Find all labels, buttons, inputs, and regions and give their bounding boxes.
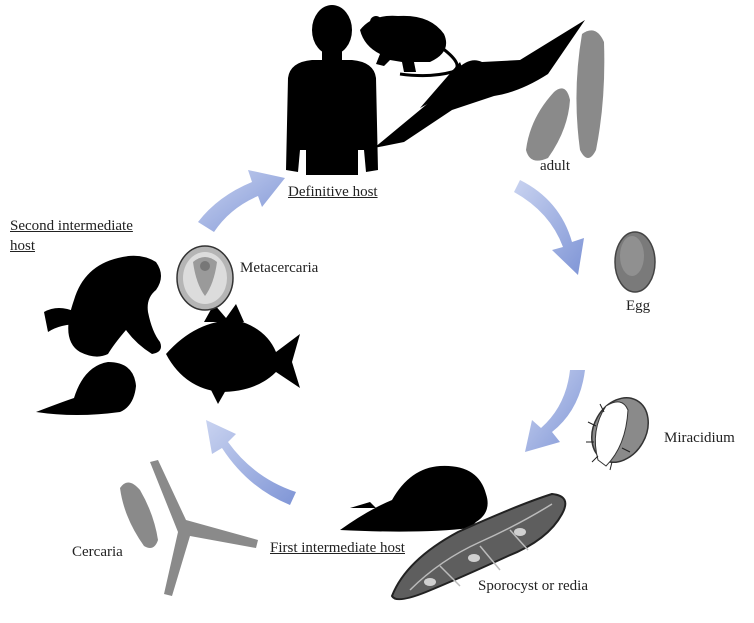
label-adult: adult: [540, 158, 570, 175]
label-sporocyst: Sporocyst or redia: [478, 578, 588, 595]
label-definitive-host: Definitive host: [288, 184, 378, 201]
arrow-definitive-to-egg: [514, 180, 584, 275]
cercaria-icon: [120, 460, 258, 596]
snail-first-host-silhouette: [340, 466, 488, 532]
label-first-intermediate-host: First intermediate host: [270, 540, 405, 557]
label-miracidium: Miracidium: [664, 430, 735, 447]
arrow-egg-to-miracidium: [525, 370, 585, 452]
miracidium-icon: [580, 388, 659, 473]
frog-silhouette: [44, 256, 161, 357]
label-egg: Egg: [626, 298, 650, 315]
metacercaria-icon: [177, 246, 233, 310]
arrow-first-to-second: [206, 420, 296, 505]
arrow-second-to-definitive: [198, 170, 285, 232]
label-second-intermediate-host-line2: host: [10, 238, 35, 255]
label-cercaria: Cercaria: [72, 544, 123, 561]
label-second-intermediate-host-line1: Second intermediate: [10, 218, 133, 235]
rat-silhouette: [360, 16, 457, 76]
snail-second-host-silhouette: [36, 362, 136, 415]
fish-silhouette: [166, 304, 300, 404]
egg-icon: [615, 232, 655, 292]
label-metacercaria: Metacercaria: [240, 260, 318, 277]
